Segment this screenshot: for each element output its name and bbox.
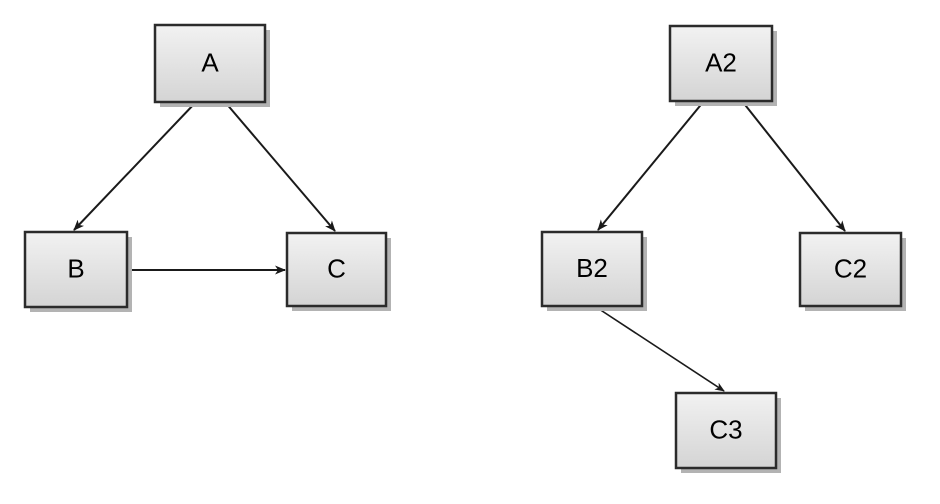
edge-a-to-c[interactable] — [224, 101, 336, 232]
edge-line — [224, 101, 336, 232]
node-box — [674, 391, 778, 470]
node-c3[interactable]: C3 — [674, 391, 781, 473]
node-box — [153, 23, 267, 104]
edge-b2-to-c3[interactable] — [595, 306, 725, 392]
edge-line — [597, 100, 705, 231]
edge-a2-to-c2[interactable] — [741, 100, 846, 232]
node-a[interactable]: A — [153, 23, 270, 107]
node-c[interactable]: C — [285, 231, 391, 311]
node-b2[interactable]: B2 — [540, 230, 647, 311]
node-box — [668, 24, 774, 103]
node-box — [23, 230, 129, 309]
node-c2[interactable]: C2 — [798, 231, 906, 311]
node-box — [798, 231, 903, 308]
edge-line — [741, 100, 846, 232]
edge-a-to-b[interactable] — [73, 101, 197, 231]
edges-layer — [73, 100, 846, 392]
edge-line — [73, 101, 197, 231]
node-box — [540, 230, 644, 308]
edge-line — [595, 306, 725, 392]
edge-a2-to-b2[interactable] — [597, 100, 705, 231]
node-box — [285, 231, 388, 308]
node-b[interactable]: B — [23, 230, 132, 312]
node-a2[interactable]: A2 — [668, 24, 777, 106]
